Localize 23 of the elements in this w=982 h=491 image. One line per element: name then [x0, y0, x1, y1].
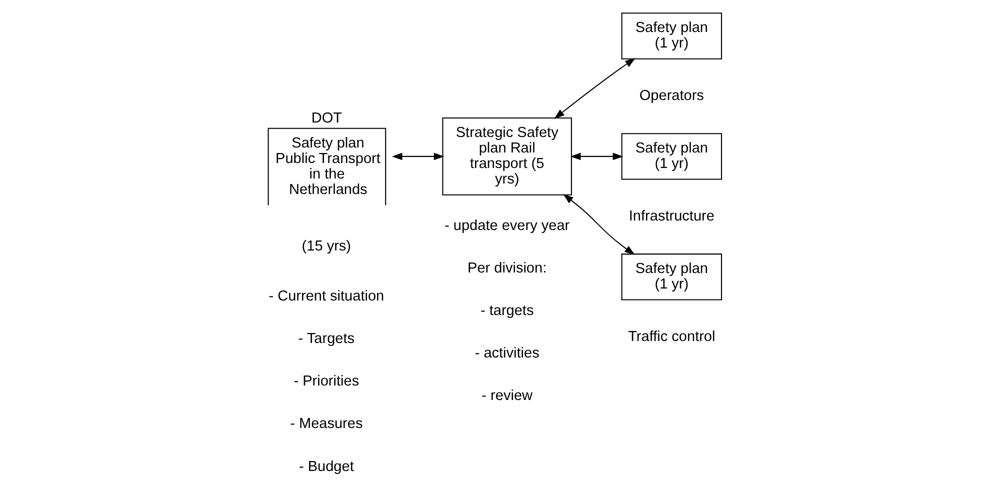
label: - activities — [474, 345, 540, 362]
label: - Current situation — [268, 288, 384, 304]
node-label: Traffic control — [628, 328, 716, 344]
node-label: Operators — [639, 88, 704, 104]
arrow — [562, 194, 635, 254]
label: - Budget — [298, 458, 354, 474]
arrow — [570, 152, 624, 160]
arrow — [554, 58, 636, 118]
label: - targets — [480, 302, 534, 318]
node-box: Safety plan (1 yr) — [621, 12, 722, 59]
node-label: Infrastructure — [628, 208, 714, 224]
node-box: Safety plan (1 yr) — [621, 132, 722, 180]
node-text: DOT Safety plan Public Transport in the Netherlands — [276, 110, 380, 198]
node-box: Strategic Safety plan Rail transport (5 yrs) — [442, 117, 572, 195]
label: - Priorities — [294, 373, 360, 390]
node-box: Safety plan (1 yr) — [621, 253, 722, 300]
label: - update every year — [444, 217, 570, 234]
label: - Targets — [298, 330, 355, 347]
label: - review — [482, 388, 532, 404]
label: - Measures — [290, 416, 363, 432]
label: Per division: — [468, 260, 547, 276]
arrow — [392, 152, 444, 160]
node-label: (15 yrs) — [302, 238, 352, 254]
